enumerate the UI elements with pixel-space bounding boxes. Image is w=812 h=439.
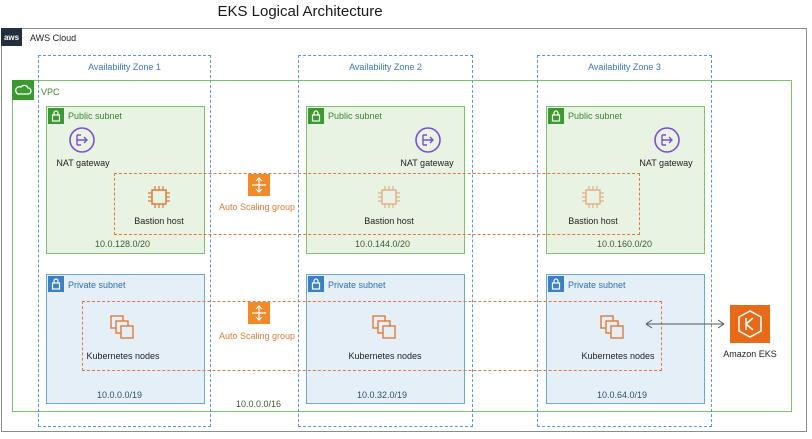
availability-zone-3 — [537, 55, 712, 427]
amazon-eks-icon — [730, 305, 770, 343]
vpc-cloud-icon — [12, 80, 34, 100]
public-subnet-3-cidr: 10.0.160.0/20 — [597, 239, 653, 249]
auto-scaling-icon — [248, 302, 270, 324]
eks-connection-arrow — [640, 318, 730, 330]
kubernetes-nodes-1-label: Kubernetes nodes — [86, 351, 160, 361]
private-subnet-3 — [546, 274, 705, 404]
availability-zone-2-label: Availability Zone 2 — [349, 62, 422, 72]
diagram-title: EKS Logical Architecture — [217, 3, 383, 20]
private-subnet-1-label: Private subnet — [68, 280, 126, 290]
kubernetes-nodes-icon — [370, 313, 400, 341]
auto-scaling-group-private-label: Auto Scaling group — [219, 331, 296, 341]
nat-gateway-icon — [414, 126, 442, 154]
nat-gateway-icon — [653, 126, 681, 154]
vpc-label: VPC — [41, 87, 60, 97]
nat-gateway-3-label: NAT gateway — [639, 158, 693, 168]
auto-scaling-group-public — [114, 173, 640, 235]
public-subnet-1-label: Public subnet — [68, 111, 123, 121]
public-subnet-3 — [546, 106, 705, 254]
bastion-host-icon — [376, 184, 402, 210]
aws-cloud-label: AWS Cloud — [30, 33, 77, 43]
aws-logo-icon: aws — [1, 28, 22, 46]
nat-gateway-2-label: NAT gateway — [400, 158, 454, 168]
private-subnet-lock-icon — [48, 276, 64, 292]
vpc-cidr: 10.0.0.0/16 — [236, 399, 282, 409]
private-subnet-3-label: Private subnet — [568, 280, 626, 290]
kubernetes-nodes-icon — [598, 313, 628, 341]
private-subnet-lock-icon — [548, 276, 564, 292]
private-subnet-2 — [306, 274, 465, 404]
public-subnet-lock-icon — [548, 108, 564, 124]
kubernetes-nodes-2-label: Kubernetes nodes — [348, 351, 422, 361]
auto-scaling-group-public-label: Auto Scaling group — [219, 202, 296, 212]
public-subnet-2 — [306, 106, 465, 254]
kubernetes-nodes-icon — [108, 313, 138, 341]
public-subnet-lock-icon — [308, 108, 324, 124]
private-subnet-2-label: Private subnet — [328, 280, 386, 290]
public-subnet-3-label: Public subnet — [568, 111, 623, 121]
nat-gateway-1-label: NAT gateway — [56, 158, 110, 168]
public-subnet-2-label: Public subnet — [328, 111, 383, 121]
availability-zone-2 — [298, 55, 473, 427]
kubernetes-nodes-3-label: Kubernetes nodes — [581, 351, 655, 361]
public-subnet-lock-icon — [48, 108, 64, 124]
bastion-host-icon — [580, 184, 606, 210]
availability-zone-3-label: Availability Zone 3 — [588, 62, 661, 72]
availability-zone-1 — [38, 55, 211, 427]
private-subnet-3-cidr: 10.0.64.0/19 — [597, 390, 648, 400]
bastion-host-2-label: Bastion host — [364, 216, 414, 226]
nat-gateway-icon — [68, 126, 96, 154]
private-subnet-1-cidr: 10.0.0.0/19 — [97, 390, 143, 400]
auto-scaling-group-private — [82, 301, 662, 371]
availability-zone-1-label: Availability Zone 1 — [88, 62, 161, 72]
bastion-host-icon — [146, 184, 172, 210]
bastion-host-1-label: Bastion host — [134, 216, 184, 226]
public-subnet-1-cidr: 10.0.128.0/20 — [95, 239, 151, 249]
public-subnet-1 — [46, 106, 205, 254]
private-subnet-lock-icon — [308, 276, 324, 292]
private-subnet-1 — [46, 274, 205, 404]
amazon-eks-label: Amazon EKS — [723, 349, 777, 359]
public-subnet-2-cidr: 10.0.144.0/20 — [355, 239, 411, 249]
private-subnet-2-cidr: 10.0.32.0/19 — [357, 390, 408, 400]
auto-scaling-icon — [248, 174, 270, 196]
bastion-host-3-label: Bastion host — [568, 216, 618, 226]
aws-cloud-boundary — [1, 28, 807, 432]
vpc-boundary — [12, 80, 792, 412]
